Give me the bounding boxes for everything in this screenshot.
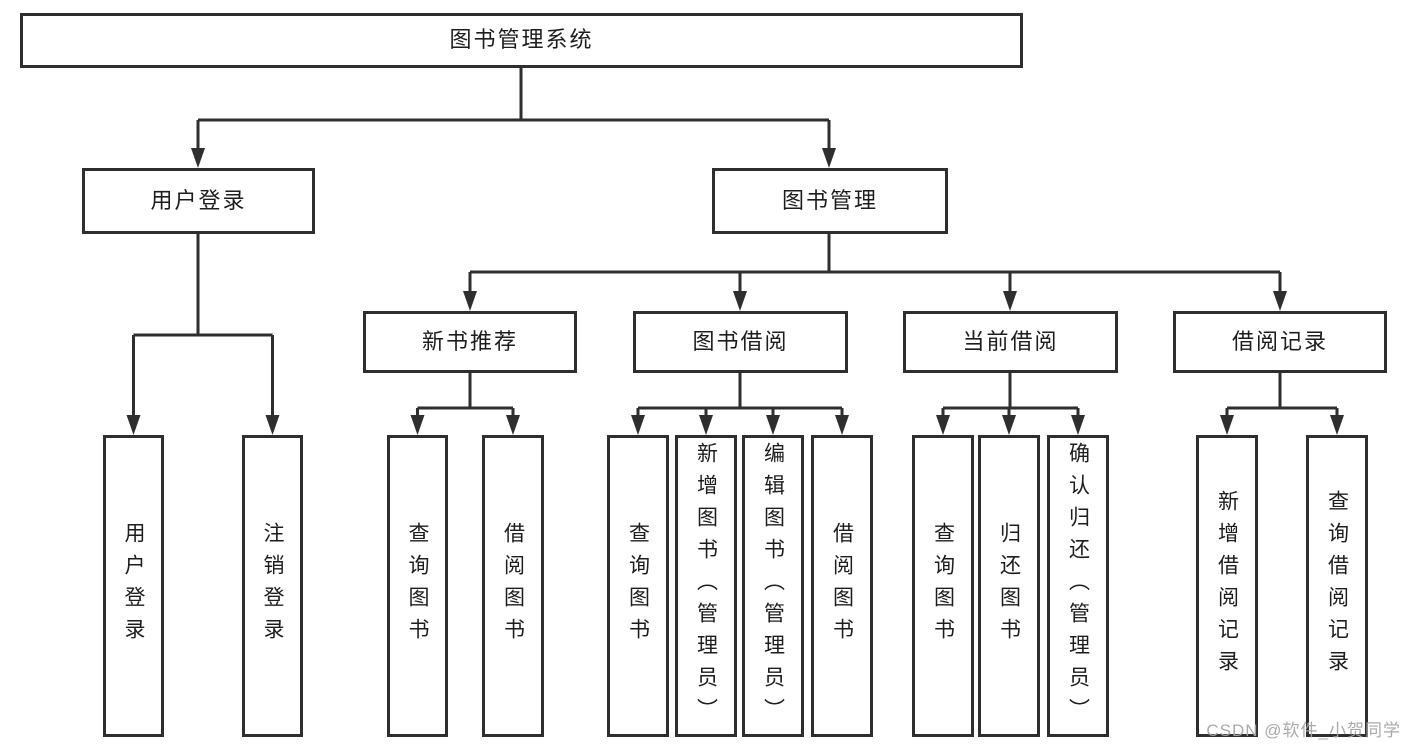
node-leaf-cb-confirm-return: 确认归还（管理员）: [1047, 435, 1109, 737]
node-leaf-bb-borrow-book: 借阅图书: [811, 435, 873, 737]
node-leaf-nb-query-book: 查询图书: [387, 435, 448, 737]
node-user-login-label: 用户登录: [150, 187, 247, 213]
node-new-book-recommend: 新书推荐: [363, 311, 577, 373]
node-leaf-cb-return-book: 归还图书: [978, 435, 1040, 737]
connector-new-book-children: [410, 373, 520, 435]
node-current-borrow: 当前借阅: [903, 311, 1118, 373]
node-leaf-cb-query-book-label: 查询图书: [931, 522, 955, 650]
node-leaf-bb-edit-book: 编辑图书（管理员）: [742, 435, 804, 737]
node-book-management: 图书管理: [712, 168, 948, 234]
node-book-borrow: 图书借阅: [633, 311, 848, 373]
node-leaf-br-query-record-label: 查询借阅记录: [1325, 490, 1349, 682]
node-leaf-logout: 注销登录: [242, 435, 303, 737]
node-leaf-login: 用户登录: [103, 435, 164, 737]
node-leaf-br-add-record-label: 新增借阅记录: [1215, 490, 1239, 682]
node-current-borrow-label: 当前借阅: [962, 328, 1059, 354]
node-borrow-records: 借阅记录: [1173, 311, 1387, 373]
node-system-root: 图书管理系统: [20, 13, 1023, 68]
node-leaf-cb-return-book-label: 归还图书: [997, 522, 1021, 650]
connector-root-to-level2: [191, 68, 836, 168]
connector-book-borrow-children: [631, 373, 849, 435]
node-user-login: 用户登录: [82, 168, 315, 234]
connector-user-login-children: [126, 234, 280, 435]
node-book-borrow-label: 图书借阅: [692, 328, 789, 354]
node-leaf-bb-query-book-label: 查询图书: [626, 522, 650, 650]
watermark: CSDN @软件_小贺同学: [1206, 721, 1401, 740]
node-leaf-login-label: 用户登录: [122, 522, 145, 650]
node-leaf-bb-add-book: 新增图书（管理员）: [675, 435, 737, 737]
node-leaf-nb-query-book-label: 查询图书: [406, 522, 429, 650]
node-leaf-bb-edit-book-label: 编辑图书（管理员）: [761, 442, 785, 730]
node-leaf-bb-add-book-label: 新增图书（管理员）: [694, 442, 718, 730]
node-leaf-nb-borrow-book: 借阅图书: [482, 435, 544, 737]
node-new-book-recommend-label: 新书推荐: [421, 328, 518, 354]
node-leaf-bb-borrow-book-label: 借阅图书: [830, 522, 854, 650]
node-leaf-logout-label: 注销登录: [261, 522, 284, 650]
node-system-root-label: 图书管理系统: [449, 27, 594, 53]
node-leaf-br-query-record: 查询借阅记录: [1306, 435, 1368, 737]
node-book-management-label: 图书管理: [781, 187, 878, 213]
node-borrow-records-label: 借阅记录: [1231, 328, 1328, 354]
node-leaf-cb-confirm-return-label: 确认归还（管理员）: [1066, 442, 1090, 730]
node-leaf-cb-query-book: 查询图书: [912, 435, 974, 737]
node-leaf-nb-borrow-book-label: 借阅图书: [501, 522, 525, 650]
connector-current-borrow-children: [936, 373, 1085, 435]
node-leaf-bb-query-book: 查询图书: [607, 435, 669, 737]
connector-borrow-records-children: [1220, 373, 1344, 435]
node-leaf-br-add-record: 新增借阅记录: [1196, 435, 1258, 737]
connector-book-management-children: [463, 234, 1287, 311]
